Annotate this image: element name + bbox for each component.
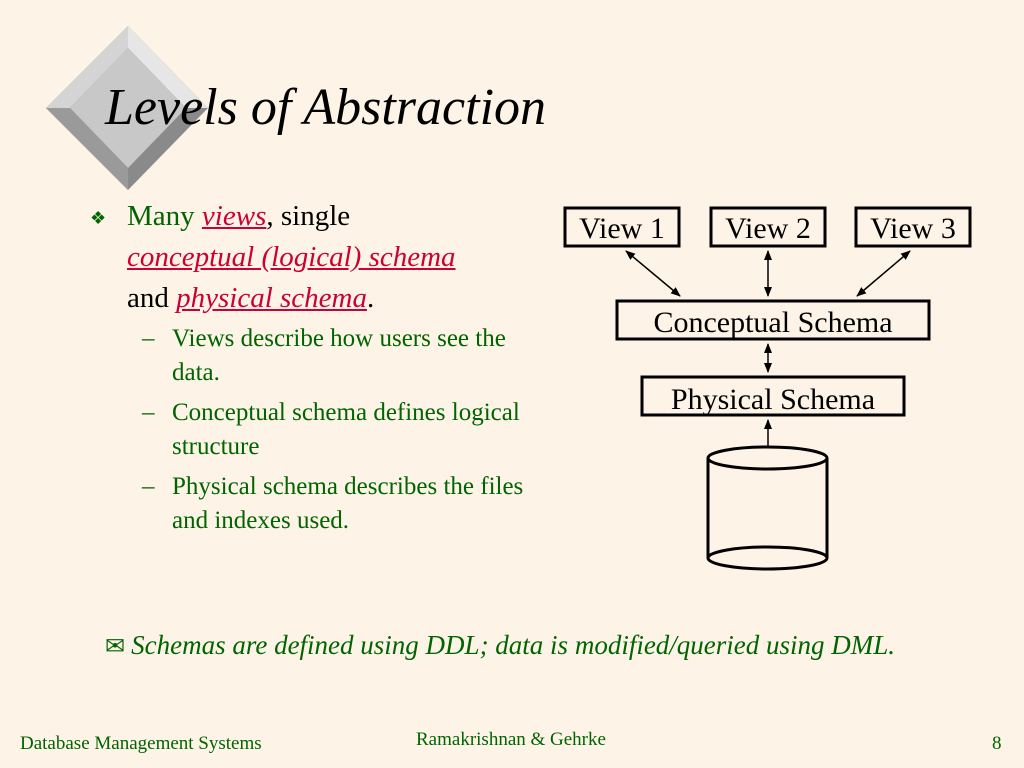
main-bullet: ❖ Many views, single conceptual (logical… (90, 196, 520, 319)
sub-bullet: – Physical schema describes the files an… (142, 473, 524, 534)
view3-box (854, 206, 972, 248)
abstraction-diagram: View 1 View 2 View 3 Conceptual Schema P… (560, 200, 980, 584)
envelope-icon: ✉ (105, 634, 126, 660)
view2-box (709, 206, 827, 248)
keyword-views: views (201, 200, 267, 232)
conceptual-schema-box (615, 299, 931, 341)
keyword-physical-schema: physical schema (176, 282, 367, 314)
decorative-diamond (40, 24, 210, 194)
arrow-view3-conceptual (856, 250, 911, 297)
sub-bullet-list: – Views describe how users see the data.… (142, 322, 532, 544)
view1-label: View 1 (579, 212, 665, 245)
view1-box (563, 206, 681, 248)
view2-label: View 2 (725, 212, 811, 245)
conceptual-schema-label: Conceptual Schema (653, 306, 892, 339)
sub-bullet: – Views describe how users see the data. (142, 325, 506, 386)
footer-page-number: 8 (992, 733, 1002, 754)
physical-schema-box (640, 375, 906, 417)
sub-bullet: – Conceptual schema defines logical stru… (142, 399, 520, 460)
disk-cylinder-icon (706, 445, 829, 571)
footer-authors: Ramakrishnan & Gehrke (416, 729, 606, 750)
arrow-view1-conceptual (625, 250, 681, 297)
ddl-dml-note: ✉Schemas are defined using DDL; data is … (105, 630, 896, 660)
slide-title: Levels of Abstraction (105, 79, 547, 136)
view3-label: View 3 (870, 212, 956, 245)
keyword-conceptual-schema: conceptual (logical) schema (127, 241, 456, 273)
footer-course-title: Database Management Systems (20, 733, 262, 754)
physical-schema-label: Physical Schema (671, 383, 875, 416)
main-bullet-text: Many views, single conceptual (logical) … (127, 200, 456, 314)
arrows (625, 250, 911, 461)
diamond-bullet-icon: ❖ (90, 208, 107, 228)
